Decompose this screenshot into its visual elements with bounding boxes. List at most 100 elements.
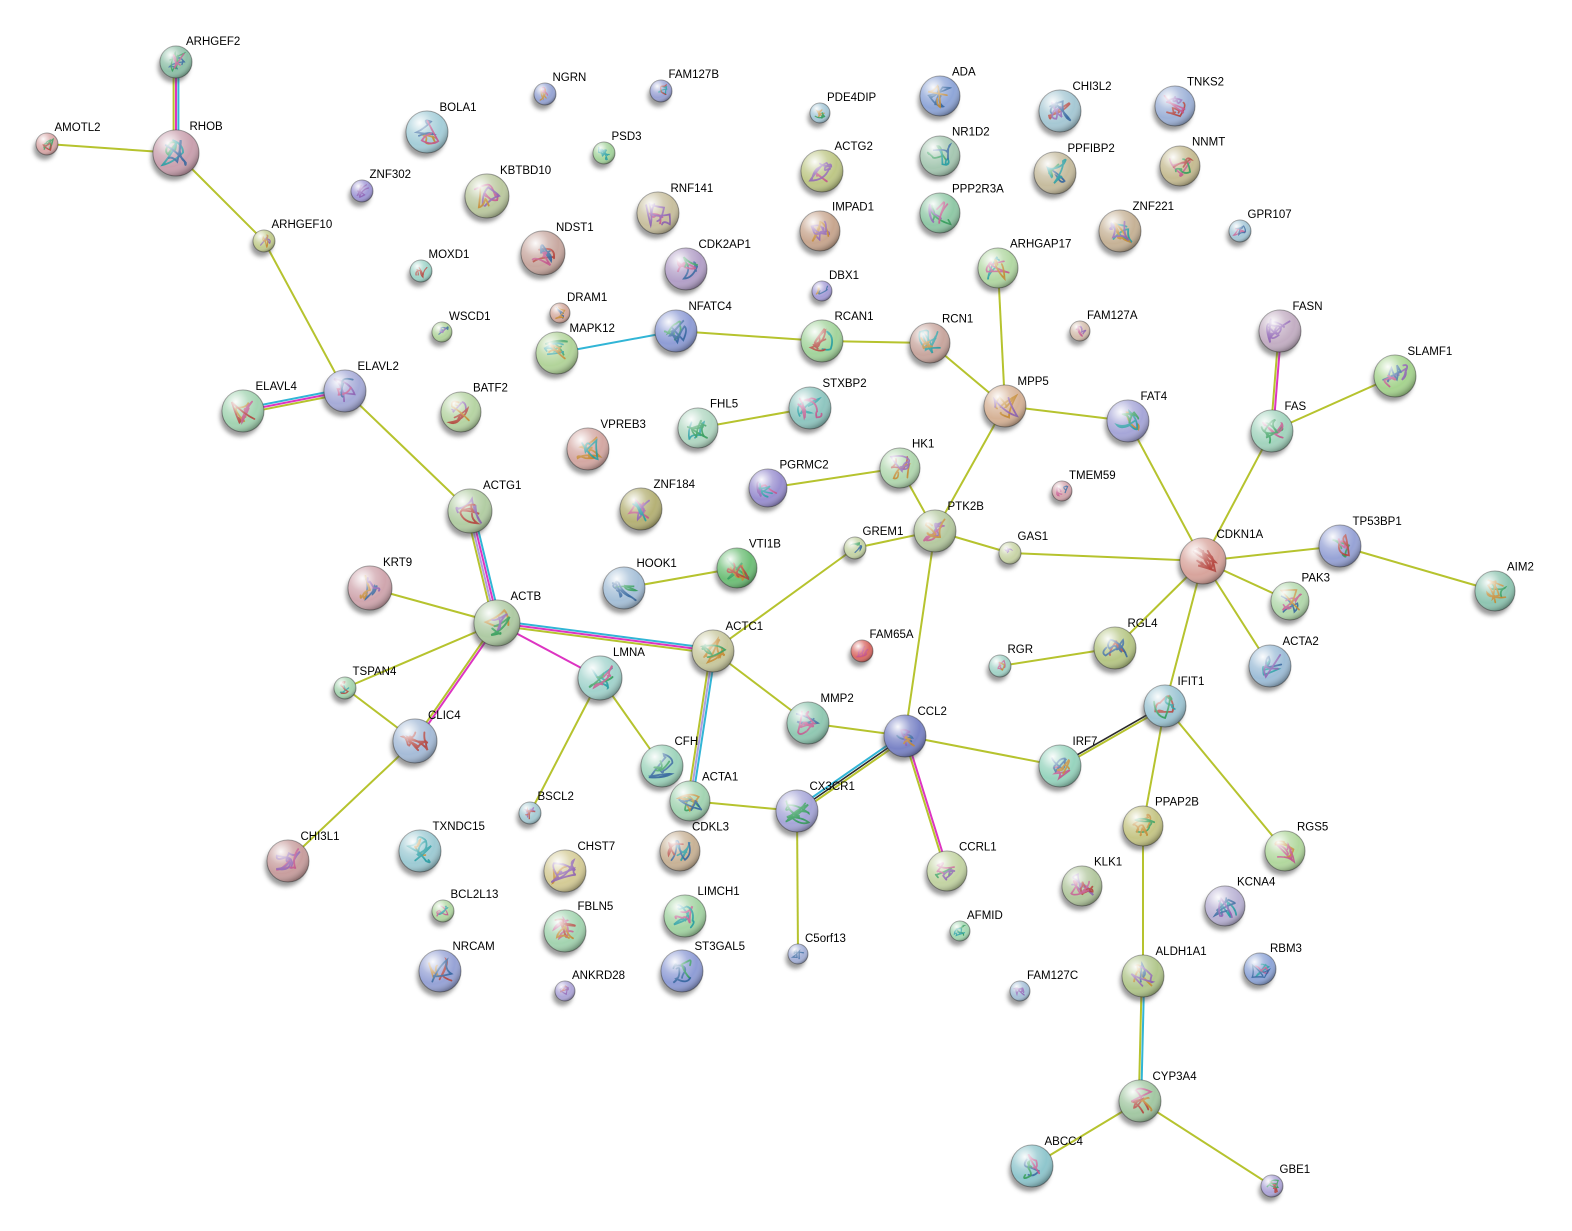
- node-MOXD1[interactable]: [407, 259, 433, 287]
- node-LIMCH1[interactable]: [661, 894, 707, 942]
- edge-CCL2-IRF7[interactable]: [904, 735, 1061, 767]
- node-CLIC4[interactable]: [390, 718, 438, 768]
- node-MPP5[interactable]: [981, 384, 1027, 432]
- node-BCL2L13[interactable]: [429, 899, 455, 927]
- node-MMP2[interactable]: [784, 701, 830, 749]
- edge-TP53BP1-AIM2[interactable]: [1339, 545, 1496, 592]
- node-FAM65A[interactable]: [848, 639, 874, 667]
- node-CYP3A4[interactable]: [1116, 1079, 1162, 1127]
- node-DBX1[interactable]: [809, 280, 833, 306]
- node-ALDH1A1[interactable]: [1119, 954, 1165, 1002]
- node-IRF7[interactable]: [1036, 744, 1082, 792]
- node-ACTC1[interactable]: [689, 629, 735, 677]
- node-NFATC4[interactable]: [652, 309, 698, 357]
- node-ACTA1[interactable]: [667, 780, 711, 826]
- edge-CDKN1A-GAS1[interactable]: [1009, 552, 1204, 562]
- node-FAT4[interactable]: [1104, 399, 1150, 447]
- node-PAK3[interactable]: [1268, 581, 1310, 625]
- node-RGR[interactable]: [986, 654, 1012, 682]
- node-RBM3[interactable]: [1241, 952, 1277, 990]
- node-SLAMF1[interactable]: [1371, 354, 1417, 402]
- node-RNF141[interactable]: [634, 191, 680, 239]
- edge-ACTB-ACTC1[interactable]: [496, 619, 714, 655]
- edge-IFIT1-RGS5[interactable]: [1164, 705, 1286, 852]
- node-FAM127B[interactable]: [647, 79, 673, 107]
- edge-CYP3A4-GBE1[interactable]: [1139, 1100, 1273, 1187]
- node-CDKN1A[interactable]: [1177, 537, 1227, 589]
- node-LMNA[interactable]: [575, 655, 623, 705]
- node-FBLN5[interactable]: [541, 909, 587, 957]
- node-TSPAN4[interactable]: [331, 676, 357, 704]
- node-CCL2[interactable]: [881, 714, 927, 762]
- node-CHI3L1[interactable]: [264, 839, 310, 887]
- node-PSD3[interactable]: [590, 141, 616, 169]
- node-KCNA4[interactable]: [1202, 885, 1246, 931]
- node-FASN[interactable]: [1256, 309, 1302, 357]
- node-GBE1[interactable]: [1258, 1174, 1284, 1202]
- node-CHST7[interactable]: [541, 849, 587, 897]
- edge-PTK2B-CCL2[interactable]: [904, 530, 936, 737]
- node-ABCC4[interactable]: [1008, 1144, 1054, 1192]
- node-ACTA2[interactable]: [1246, 644, 1292, 692]
- edge-NFATC4-RCAN1[interactable]: [675, 330, 823, 342]
- node-FHL5[interactable]: [675, 407, 719, 453]
- node-VPREB3[interactable]: [564, 427, 610, 475]
- node-ZNF221[interactable]: [1096, 209, 1142, 257]
- node-HK1[interactable]: [877, 447, 921, 493]
- node-TMEM59[interactable]: [1049, 480, 1073, 506]
- node-CHI3L2[interactable]: [1036, 89, 1082, 137]
- edge-FAT4-CDKN1A[interactable]: [1127, 420, 1204, 562]
- node-GAS1[interactable]: [996, 541, 1022, 569]
- node-CX3CR1[interactable]: [773, 789, 819, 837]
- node-ELAVL2[interactable]: [321, 369, 367, 417]
- node-CCRL1[interactable]: [924, 850, 968, 896]
- edge-ARHGEF10-ELAVL2[interactable]: [263, 240, 346, 392]
- node-BSCL2[interactable]: [516, 801, 542, 829]
- node-KRT9[interactable]: [345, 565, 393, 615]
- node-NRCAM[interactable]: [416, 949, 462, 997]
- edge-ACTB-TSPAN4[interactable]: [344, 622, 498, 689]
- node-NR1D2[interactable]: [917, 135, 961, 181]
- node-AFMID[interactable]: [947, 920, 971, 946]
- node-CFH[interactable]: [638, 744, 684, 792]
- node-C5orf13[interactable]: [785, 943, 809, 969]
- node-FAM127A[interactable]: [1067, 320, 1091, 346]
- node-FAM127C[interactable]: [1007, 980, 1031, 1006]
- node-RGL4[interactable]: [1091, 626, 1137, 674]
- node-TXNDC15[interactable]: [396, 829, 442, 877]
- node-KLK1[interactable]: [1059, 865, 1103, 911]
- node-IMPAD1[interactable]: [797, 210, 841, 256]
- node-PPFIBP2[interactable]: [1031, 151, 1077, 199]
- node-NDST1[interactable]: [518, 230, 566, 280]
- node-RGS5[interactable]: [1262, 830, 1306, 876]
- node-TP53BP1[interactable]: [1316, 524, 1362, 572]
- node-ACTG2[interactable]: [798, 149, 844, 197]
- node-CDK2AP1[interactable]: [662, 247, 708, 295]
- node-ANKRD28[interactable]: [552, 980, 576, 1006]
- node-ACTG1[interactable]: [445, 488, 493, 538]
- node-HOOK1[interactable]: [600, 566, 646, 614]
- node-PPP2R3A[interactable]: [917, 192, 961, 238]
- node-GPR107[interactable]: [1226, 219, 1252, 247]
- node-PGRMC2[interactable]: [746, 468, 788, 512]
- node-STXBP2[interactable]: [786, 386, 832, 434]
- node-IFIT1[interactable]: [1141, 684, 1187, 732]
- node-PDE4DIP[interactable]: [807, 102, 831, 128]
- node-VTI1B[interactable]: [714, 547, 758, 593]
- node-NNMT[interactable]: [1157, 145, 1201, 191]
- node-GREM1[interactable]: [841, 536, 867, 564]
- node-ZNF302[interactable]: [348, 179, 374, 207]
- node-RHOB[interactable]: [150, 129, 200, 181]
- node-ST3GAL5[interactable]: [658, 949, 704, 997]
- node-AIM2[interactable]: [1472, 570, 1516, 616]
- node-ARHGEF10[interactable]: [250, 229, 276, 257]
- node-RCAN1[interactable]: [798, 319, 844, 367]
- node-NGRN[interactable]: [531, 82, 557, 110]
- node-TNKS2[interactable]: [1152, 85, 1196, 131]
- node-MAPK12[interactable]: [533, 331, 579, 379]
- node-ELAVL4[interactable]: [219, 389, 265, 437]
- node-PTK2B[interactable]: [911, 509, 957, 557]
- node-ARHGEF2[interactable]: [157, 45, 193, 83]
- node-PPAP2B[interactable]: [1120, 805, 1164, 851]
- edge-GREM1-ACTC1[interactable]: [712, 547, 856, 652]
